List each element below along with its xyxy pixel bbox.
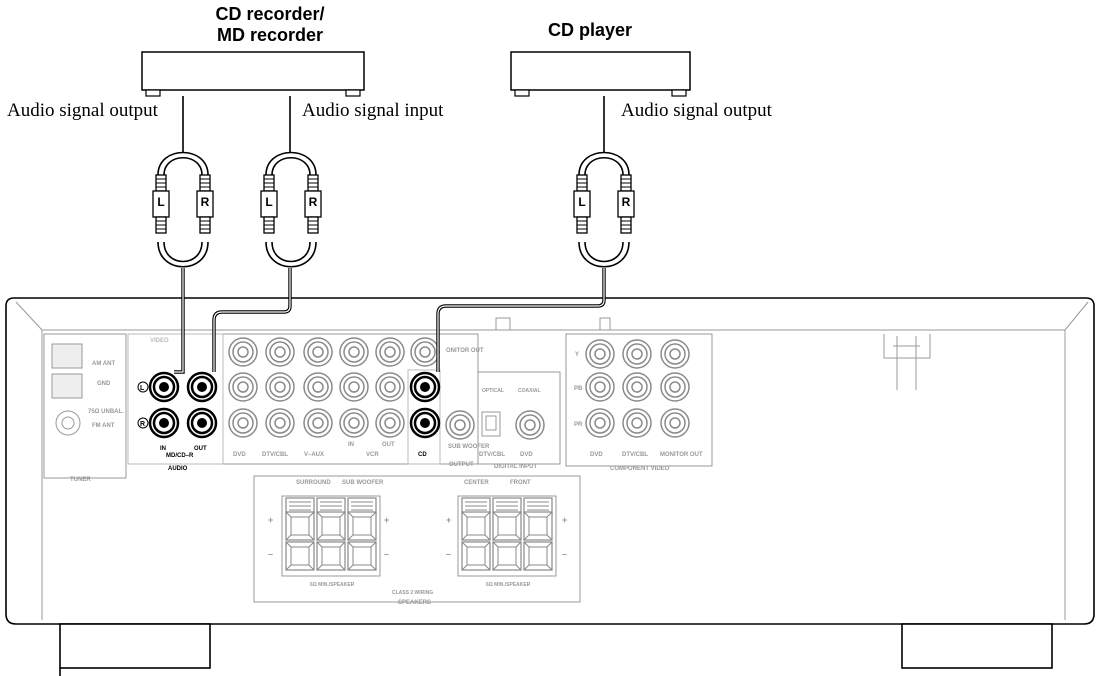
player-title: CD player xyxy=(547,20,633,40)
sub-woofer-label: SUB WOOFER xyxy=(448,444,490,450)
minus-right: – xyxy=(562,549,567,559)
unbal-label: 75Ω UNBAL. xyxy=(88,409,124,415)
audio-label: AUDIO xyxy=(168,466,188,472)
l-mark: L xyxy=(140,385,145,392)
min-speaker-left: 6Ω MIN./SPEAKER xyxy=(310,582,355,588)
component-video-section xyxy=(565,333,713,467)
plugs xyxy=(152,174,635,234)
plug-l-label: L xyxy=(157,195,164,209)
minus-mid-left: – xyxy=(384,549,389,559)
recorder-title-line1: CD recorder/ xyxy=(215,4,325,24)
plus-mid-left: + xyxy=(384,515,389,525)
comp-y-label: Y xyxy=(575,352,579,358)
plug-l-label: L xyxy=(578,195,585,209)
video-label: VIDEO xyxy=(150,338,169,344)
recorder-title-line2: MD recorder xyxy=(216,25,324,45)
dig-dtvcbl-label: DTV/CBL xyxy=(479,452,505,458)
speakers-label: SPEAKERS xyxy=(398,600,431,606)
component-video-label: COMPONENT VIDEO xyxy=(610,466,670,472)
vcr-in-label: IN xyxy=(348,442,354,448)
tuner-label: TUNER xyxy=(70,477,91,483)
cables-top xyxy=(182,96,605,152)
plus-mid-right: + xyxy=(446,515,451,525)
vcr-out-label: OUT xyxy=(382,442,395,448)
minus-mid-right: – xyxy=(446,549,451,559)
dvd-label: DVD xyxy=(233,452,246,458)
player-device xyxy=(510,51,691,97)
optical-label: OPTICAL xyxy=(482,388,504,394)
digital-input-label: DIGITAL INPUT xyxy=(494,464,537,470)
plus-right: + xyxy=(562,515,567,525)
plug-r-label: R xyxy=(309,195,318,209)
front-label: FRONT xyxy=(510,480,531,486)
fm-ant-label: FM ANT xyxy=(92,423,115,429)
plug-l-label: L xyxy=(265,195,272,209)
digital-input-section xyxy=(477,371,561,465)
tuner-section xyxy=(43,333,127,479)
dtvcbl-label: DTV/CBL xyxy=(262,452,288,458)
cd-label: CD xyxy=(418,452,427,458)
mdcdr-in-label: IN xyxy=(160,446,166,452)
center-label: CENTER xyxy=(464,480,489,486)
recorder-output-label: Audio signal output xyxy=(7,100,158,121)
vcr-label: VCR xyxy=(366,452,379,458)
comp-pb-label: PB xyxy=(574,386,583,392)
class2-label: CLASS 2 WIRING xyxy=(392,590,433,596)
r-mark: R xyxy=(140,421,145,428)
recorder-title: CD recorder/ MD recorder xyxy=(190,4,350,46)
comp-monitor-out-label: MONITOR OUT xyxy=(660,452,703,458)
plus-left: + xyxy=(268,515,273,525)
am-ant-label: AM ANT xyxy=(92,361,115,367)
recorder-device xyxy=(141,51,365,97)
cable-loops xyxy=(157,151,630,268)
coaxial-label: COAXIAL xyxy=(518,388,541,394)
mdcdr-label: MD/CD–R xyxy=(166,453,194,459)
monitor-out-label: ONITOR OUT xyxy=(446,348,484,354)
comp-pr-label: PR xyxy=(574,422,583,428)
mdcdr-out-label: OUT xyxy=(194,446,207,452)
dig-dvd-label: DVD xyxy=(520,452,533,458)
speaker-section xyxy=(253,475,581,603)
min-speaker-right: 6Ω MIN./SPEAKER xyxy=(486,582,531,588)
comp-dvd-label: DVD xyxy=(590,452,603,458)
comp-dtvcbl-label: DTV/CBL xyxy=(622,452,648,458)
plug-r-label: R xyxy=(622,195,631,209)
gnd-label: GND xyxy=(97,381,111,387)
plug-r-label: R xyxy=(201,195,210,209)
minus-left: – xyxy=(268,549,273,559)
surround-label: SURROUND xyxy=(296,480,331,486)
output-label: OUTPUT xyxy=(449,462,474,468)
sub-woofer-spk-label: SUB WOOFER xyxy=(342,480,384,486)
player-output-label: Audio signal output xyxy=(621,100,772,121)
vaux-label: V–AUX xyxy=(304,452,324,458)
recorder-input-label: Audio signal input xyxy=(302,100,444,121)
power-cord xyxy=(883,334,931,390)
